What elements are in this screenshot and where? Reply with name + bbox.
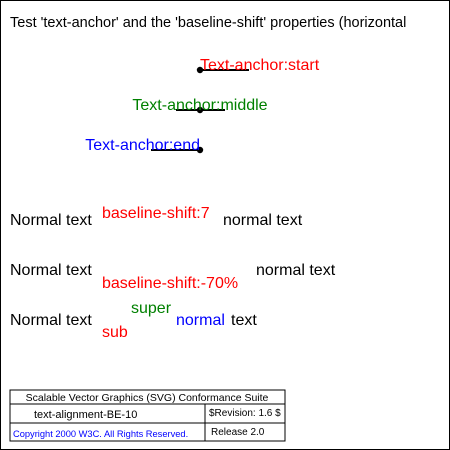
- baseline-row-1-normal-before: Normal text: [10, 212, 92, 229]
- sub-super-row-normal-before: Normal text: [10, 312, 92, 329]
- footer-copyright: Copyright 2000 W3C. All Rights Reserved.: [13, 429, 188, 439]
- anchor-start-text: Text-anchor:start: [200, 57, 320, 74]
- anchor-start-dot: [196, 66, 204, 74]
- sub-text: sub: [102, 324, 128, 341]
- super-text: super: [131, 300, 172, 317]
- normal-colored-text: normal: [176, 312, 225, 329]
- baseline-row-2-shifted: baseline-shift:-70%: [102, 275, 238, 292]
- page-title: Test 'text-anchor' and the 'baseline-shi…: [10, 15, 406, 31]
- footer-revision: $Revision: 1.6 $: [209, 408, 281, 419]
- baseline-row-2-normal-before: Normal text: [10, 262, 92, 279]
- anchor-middle-dot: [196, 106, 204, 114]
- footer-box: [9, 389, 286, 442]
- baseline-row-2-normal-after: normal text: [256, 262, 336, 279]
- footer-release: Release 2.0: [211, 427, 265, 438]
- anchor-end-dot: [196, 146, 204, 154]
- sub-super-row-normal-after: text: [231, 312, 257, 329]
- baseline-row-1-shifted: baseline-shift:7: [102, 205, 210, 222]
- footer-suite-text: Scalable Vector Graphics (SVG) Conforman…: [26, 392, 269, 404]
- anchor-end-text: Text-anchor:end: [85, 137, 200, 154]
- footer-test-name: text-alignment-BE-10: [34, 409, 137, 421]
- anchor-middle-text: Text-anchor:middle: [132, 97, 267, 114]
- baseline-row-1-normal-after: normal text: [223, 212, 303, 229]
